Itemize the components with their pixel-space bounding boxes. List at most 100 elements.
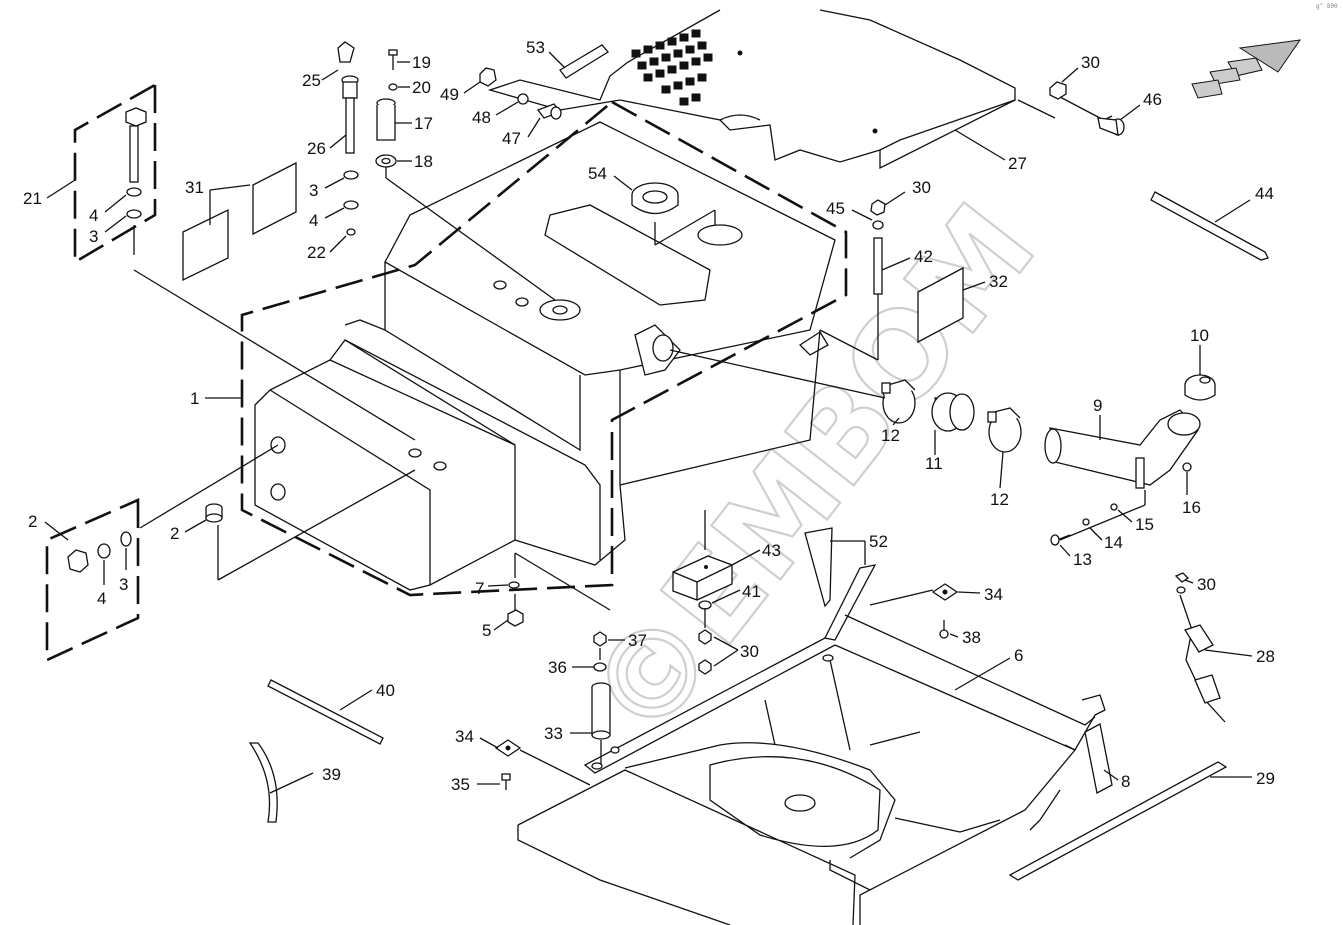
callout-31: 31 (185, 178, 204, 197)
bolt-21 (125, 107, 147, 219)
rubber-block-43 (672, 555, 733, 601)
nut-30c (698, 659, 712, 675)
washer-15 (1110, 503, 1118, 511)
callout-18: 18 (414, 152, 433, 171)
cover-plate (487, 9, 1016, 170)
callout-28: 28 (1256, 647, 1275, 666)
washer-41 (698, 600, 712, 610)
callout-15: 15 (1135, 515, 1154, 534)
strip-29 (1008, 761, 1228, 881)
drain-plug-2a (67, 531, 132, 573)
callout-46: 46 (1143, 90, 1162, 109)
callout-4c: 4 (309, 211, 318, 230)
callout-48: 48 (472, 108, 491, 127)
callout-3c: 3 (309, 181, 318, 200)
callout-1: 1 (190, 389, 199, 408)
tank-assembly-boundary (240, 100, 848, 597)
callout-34b: 34 (984, 585, 1003, 604)
callout-12a: 12 (881, 426, 900, 445)
callout-35: 35 (451, 775, 470, 794)
screw-16 (1182, 462, 1192, 472)
rod-40 (267, 679, 384, 745)
callout-33: 33 (544, 724, 563, 743)
callout-2a: 2 (28, 512, 37, 531)
nut-49 (479, 67, 497, 87)
bolt-46 (1097, 115, 1125, 137)
callout-7: 7 (475, 579, 484, 598)
callout-22: 22 (307, 243, 326, 262)
callout-3b: 3 (89, 227, 98, 246)
callout-21: 21 (23, 189, 42, 208)
callout-6: 6 (1014, 646, 1023, 665)
callout-10: 10 (1190, 326, 1209, 345)
nut-30b (698, 629, 712, 645)
callout-36: 36 (548, 658, 567, 677)
callout-3a: 3 (119, 575, 128, 594)
callout-19: 19 (412, 53, 431, 72)
callout-30a: 30 (1081, 53, 1100, 72)
leader-lines (44, 51, 1253, 794)
callout-43: 43 (762, 541, 781, 560)
callout-30d: 30 (1197, 575, 1216, 594)
filler-cap-10 (1184, 374, 1216, 401)
screw-35 (501, 773, 511, 790)
pad-31a (182, 208, 229, 282)
screw-19 (388, 49, 398, 91)
callout-37: 37 (628, 631, 647, 650)
fuel-tank (254, 121, 836, 591)
screw-13 (1050, 534, 1071, 546)
callout-30b: 30 (912, 178, 931, 197)
hose-11 (931, 392, 975, 432)
drain-plug-2b (205, 503, 223, 523)
callout-20: 20 (412, 78, 431, 97)
strip-39 (248, 742, 278, 823)
washer-7 (508, 581, 520, 589)
strip-8 (1084, 723, 1113, 794)
ventilation-grille (631, 29, 713, 106)
direction-arrow-icon (1191, 39, 1302, 99)
nut-5 (507, 609, 524, 627)
callout-14: 14 (1104, 533, 1123, 552)
nut-30a (1049, 81, 1067, 100)
screw-47 (536, 103, 562, 120)
pad-31b (252, 161, 297, 236)
callout-39: 39 (322, 765, 341, 784)
spacer-33 (591, 682, 611, 740)
callout-41: 41 (742, 582, 761, 601)
callout-45: 45 (826, 199, 845, 218)
callout-12b: 12 (990, 490, 1009, 509)
hose-clamp-12b (987, 407, 1022, 453)
strip-53 (559, 44, 609, 79)
callout-4a: 4 (97, 589, 106, 608)
callout-9: 9 (1093, 396, 1102, 415)
callout-4b: 4 (89, 206, 98, 225)
callout-13: 13 (1073, 550, 1092, 569)
callout-40: 40 (376, 681, 395, 700)
washer-36 (593, 662, 607, 672)
linkage-28 (1174, 572, 1226, 723)
pad-32 (917, 266, 964, 344)
callout-42: 42 (914, 247, 933, 266)
callout-52: 52 (869, 532, 888, 551)
fuel-cap (631, 182, 679, 215)
callout-8: 8 (1121, 772, 1130, 791)
callout-labels: 1 2 2 3 3 3 4 4 4 5 6 7 8 9 10 11 12 12 … (23, 38, 1275, 794)
washer-48 (517, 93, 529, 105)
callout-49: 49 (440, 85, 459, 104)
callout-26: 26 (307, 139, 326, 158)
watermark: ©EMBOM (562, 180, 1062, 765)
callout-17: 17 (414, 114, 433, 133)
callout-30c: 30 (740, 642, 759, 661)
assembly-boundary (73, 82, 157, 265)
fuel-sender-unit (337, 41, 359, 236)
callout-53: 53 (526, 38, 545, 57)
callout-16: 16 (1182, 498, 1201, 517)
tank-frame (517, 564, 1106, 925)
callout-47: 47 (502, 129, 521, 148)
hose-clamp-12a (881, 379, 916, 424)
bracket-34a (494, 739, 522, 757)
bracket-34b (931, 583, 959, 601)
callout-29: 29 (1256, 769, 1275, 788)
callout-5: 5 (482, 621, 491, 640)
